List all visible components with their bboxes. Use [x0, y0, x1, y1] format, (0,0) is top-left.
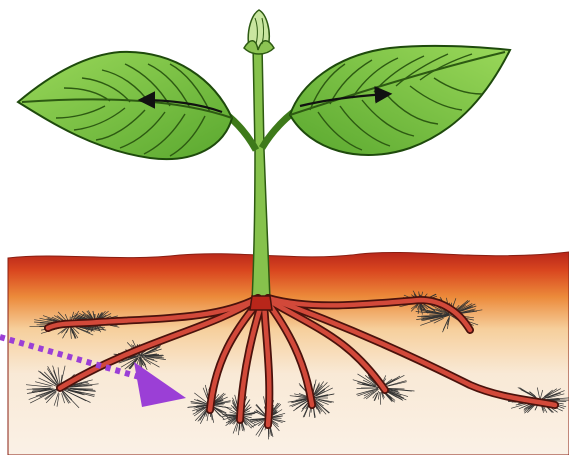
root-hair [380, 392, 381, 405]
soil [8, 252, 569, 455]
bud [244, 10, 274, 54]
stem [252, 45, 270, 300]
